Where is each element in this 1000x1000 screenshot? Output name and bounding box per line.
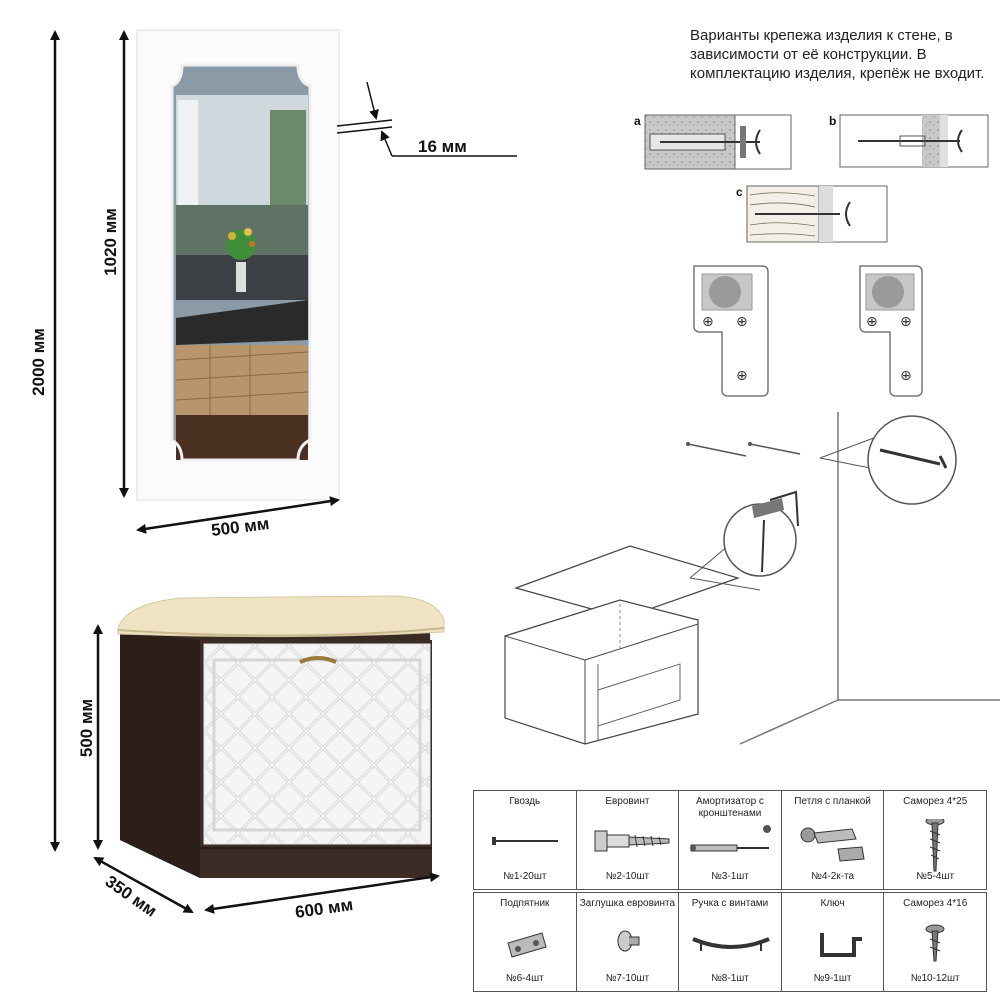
part-cell: Амортизатор с кронштенами №3-1шт bbox=[678, 790, 782, 890]
parts-table: Гвоздь №1-20шт Евровинт №2-10шт Амортиза… bbox=[473, 790, 991, 992]
bench-height-label: 500 мм bbox=[77, 699, 96, 757]
part-cell: Гвоздь №1-20шт bbox=[473, 790, 577, 890]
bench-width-dimension: 600 мм bbox=[204, 872, 440, 922]
part-qty: №2-10шт bbox=[605, 871, 650, 882]
part-qty: №8-1шт bbox=[711, 973, 749, 984]
bench-width-label: 600 мм bbox=[294, 895, 354, 922]
part-cell: Саморез 4*25 №5-4шт bbox=[883, 790, 987, 890]
nail-icon bbox=[492, 837, 558, 845]
parts-row: Гвоздь №1-20шт Евровинт №2-10шт Амортиза… bbox=[473, 790, 991, 890]
svg-text:⊕: ⊕ bbox=[736, 314, 748, 330]
mount-variant-c: c bbox=[736, 185, 888, 243]
part-name: Подпятник bbox=[500, 898, 550, 909]
part-qty: №1-20шт bbox=[503, 871, 547, 882]
mirror-height-label: 1020 мм bbox=[101, 208, 120, 276]
handle-icon bbox=[692, 937, 770, 951]
mount-variant-b-label: b bbox=[829, 114, 836, 128]
parts-row: Подпятник №6-4шт Заглушка евровинта №7-1… bbox=[473, 892, 991, 992]
part-name: Амортизатор с кронштенами bbox=[696, 796, 764, 819]
total-height-dimension: 2000 мм bbox=[29, 30, 60, 852]
part-cell: Петля с планкой №4-2к-та bbox=[780, 790, 885, 890]
mount-variant-a-label: a bbox=[634, 114, 641, 128]
part-qty: №6-4шт bbox=[505, 973, 544, 984]
svg-text:⊕: ⊕ bbox=[900, 368, 912, 384]
screw-icon bbox=[925, 819, 945, 872]
part-qty: №7-10шт bbox=[605, 973, 650, 984]
mirror-thickness-label: 16 мм bbox=[418, 137, 467, 156]
part-name: Саморез 4*16 bbox=[903, 898, 968, 909]
eurovint-icon bbox=[594, 830, 670, 852]
svg-text:⊕: ⊕ bbox=[702, 314, 714, 330]
mount-variant-b: b bbox=[829, 114, 989, 168]
foot-pad-icon bbox=[507, 932, 547, 958]
hinge-icon bbox=[800, 827, 865, 862]
part-cell: Саморез 4*16 №10-12шт bbox=[883, 892, 987, 992]
part-name: Ключ bbox=[820, 898, 845, 909]
mirror bbox=[136, 29, 340, 501]
mirror-height-dimension: 1020 мм bbox=[101, 30, 129, 498]
shoe-bench bbox=[117, 595, 445, 878]
mount-variant-a: a bbox=[634, 114, 792, 170]
part-qty: №9-1шт bbox=[813, 973, 852, 984]
assembly-sketch bbox=[504, 490, 799, 745]
wall-bracket-right: ⊕ ⊕ ⊕ bbox=[859, 265, 923, 397]
svg-text:⊕: ⊕ bbox=[900, 314, 912, 330]
part-name: Заглушка евровинта bbox=[579, 898, 676, 909]
part-name: Ручка с винтами bbox=[691, 898, 769, 909]
part-cell: Ключ №9-1шт bbox=[780, 892, 885, 992]
part-qty: №4-2к-та bbox=[811, 871, 855, 882]
mount-variant-c-label: c bbox=[736, 185, 743, 199]
mounting-note: Варианты крепежа изделия к стене, в зави… bbox=[690, 27, 985, 82]
svg-text:⊕: ⊕ bbox=[736, 368, 748, 384]
part-qty: №5-4шт bbox=[916, 871, 955, 882]
part-cell: Евровинт №2-10шт bbox=[575, 790, 680, 890]
cap-icon bbox=[617, 930, 640, 952]
mirror-width-dimension: 500 мм bbox=[136, 496, 340, 540]
part-cell: Ручка с винтами №8-1шт bbox=[678, 892, 782, 992]
total-height-label: 2000 мм bbox=[29, 328, 48, 396]
bench-depth-dimension: 350 мм bbox=[93, 856, 194, 921]
part-qty: №3-1шт bbox=[711, 871, 749, 882]
wall-corner bbox=[686, 412, 1000, 745]
part-name: Евровинт bbox=[605, 796, 650, 807]
svg-text:⊕: ⊕ bbox=[866, 314, 878, 330]
part-name: Петля с планкой bbox=[794, 796, 871, 807]
damper-icon bbox=[690, 825, 772, 852]
part-cell: Заглушка евровинта №7-10шт bbox=[575, 892, 680, 992]
bench-height-dimension: 500 мм bbox=[77, 624, 103, 850]
part-name: Саморез 4*25 bbox=[903, 796, 968, 807]
mirror-thickness-dimension: 16 мм bbox=[336, 81, 517, 157]
short-screw-icon bbox=[925, 924, 945, 962]
key-icon bbox=[819, 933, 862, 957]
part-qty: №10-12шт bbox=[910, 973, 960, 984]
part-name: Гвоздь bbox=[509, 796, 541, 807]
part-cell: Подпятник №6-4шт bbox=[473, 892, 577, 992]
wall-bracket-left: ⊕ ⊕ ⊕ bbox=[693, 265, 769, 397]
